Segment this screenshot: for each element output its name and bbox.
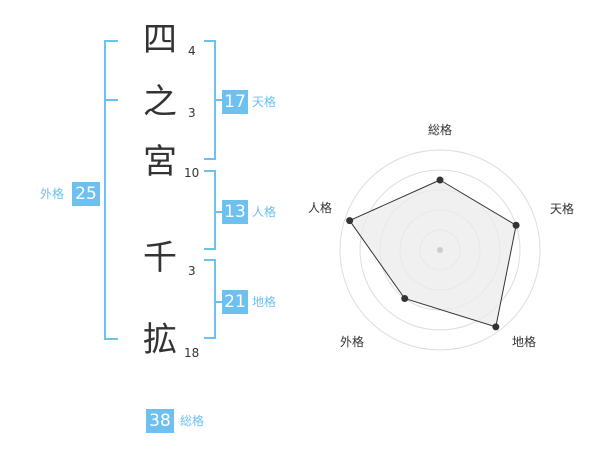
name-char-1: 四 [143, 20, 177, 60]
name-char-5: 拡 [143, 320, 177, 360]
axis-label-gaikaku: 外格 [340, 334, 364, 349]
chikaku-bracket-top [204, 259, 216, 261]
tenkaku-bracket-bottom [204, 158, 216, 160]
chikaku-value: 21 [222, 290, 248, 314]
soukaku-label: 総格 [180, 414, 205, 428]
tenkaku-connector [214, 99, 222, 101]
tenkaku-value: 17 [222, 90, 248, 114]
name-char-3: 宮 [143, 142, 177, 182]
radar-ring-4 [359, 169, 521, 331]
chikaku-bracket-vertical [214, 259, 216, 339]
gaikaku-label: 外格 [40, 187, 65, 201]
axis-label-jinkaku: 人格 [308, 200, 332, 215]
radar-area [348, 179, 517, 328]
radar-ring-5 [339, 149, 541, 351]
jinkaku-connector [214, 211, 222, 213]
radar-point-3 [492, 323, 500, 331]
axis-label-tenkaku: 天格 [550, 201, 574, 216]
axis-label-chikaku: 地格 [512, 334, 536, 349]
gaikaku-value: 25 [72, 182, 100, 206]
name-char-4: 千 [143, 238, 177, 278]
chikaku-bracket-bottom [204, 337, 216, 339]
jinkaku-bracket-top [204, 170, 216, 172]
jinkaku-bracket-bottom [204, 248, 216, 250]
name-char-2: 之 [143, 82, 177, 122]
radar-point-1 [436, 176, 444, 184]
soukaku-value: 38 [146, 409, 174, 433]
radar-points [346, 176, 520, 331]
radar-center [437, 247, 443, 253]
chikaku-connector [214, 301, 222, 303]
jinkaku-value: 13 [222, 200, 248, 224]
stroke-count-5: 18 [184, 346, 200, 360]
gaikaku-bracket-top [104, 40, 118, 42]
radar-point-5 [346, 217, 354, 225]
radar-point-2 [512, 221, 520, 229]
chikaku-label: 地格 [252, 295, 277, 309]
gaikaku-bracket-mid [104, 99, 118, 101]
radar-point-4 [401, 295, 409, 303]
stroke-count-1: 4 [188, 44, 196, 58]
gaikaku-bracket-vertical [104, 40, 106, 340]
jinkaku-label: 人格 [252, 205, 277, 219]
tenkaku-bracket-top [204, 40, 216, 42]
axis-label-soukaku: 総格 [428, 122, 452, 137]
jinkaku-bracket-vertical [214, 170, 216, 250]
stroke-count-2: 3 [188, 106, 196, 120]
tenkaku-label: 天格 [252, 95, 277, 109]
stroke-count-4: 3 [188, 264, 196, 278]
stroke-count-3: 10 [184, 166, 200, 180]
radar-chart: 総格 天格 地格 外格 人格 [308, 122, 574, 351]
gaikaku-bracket-bottom [104, 338, 118, 340]
